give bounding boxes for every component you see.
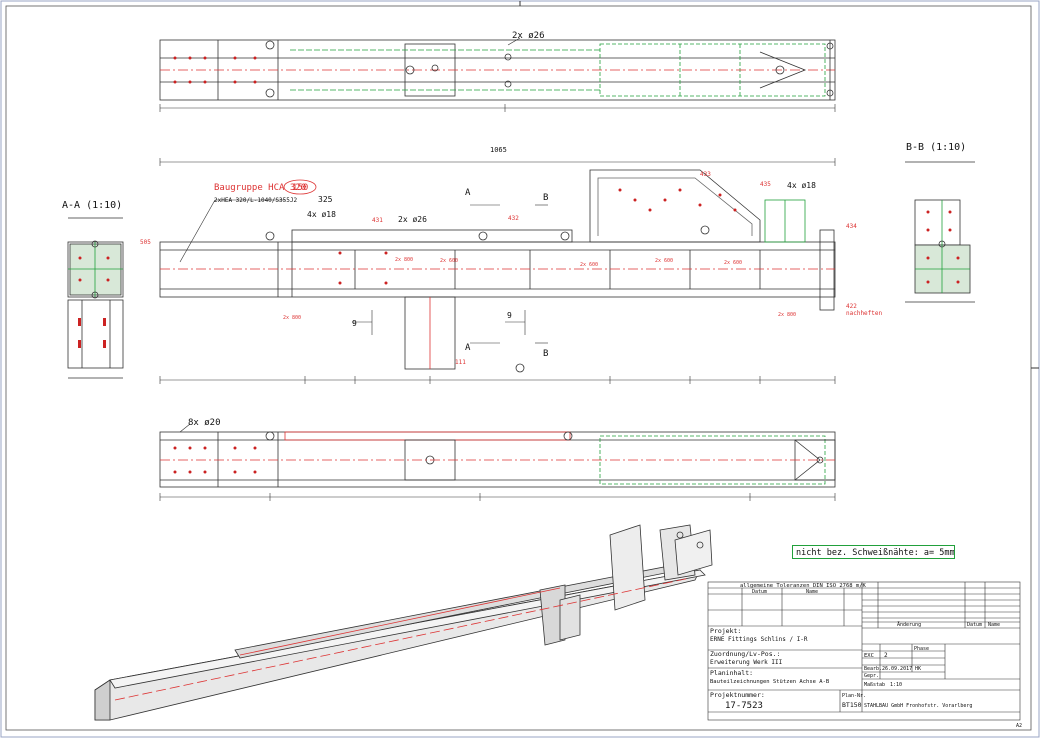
weld-symbol-9-left: 9 bbox=[352, 319, 357, 328]
plan-content-label: Planinhalt: bbox=[710, 669, 753, 677]
checked-label: Gepr. bbox=[864, 673, 879, 679]
title-col-name: Name bbox=[806, 589, 818, 595]
title-col-change: Änderung bbox=[897, 621, 921, 628]
position-2x600-c: 2x 600 bbox=[655, 258, 673, 264]
quantity-325: 325 bbox=[318, 195, 333, 204]
section-cut-b-top: B bbox=[543, 193, 548, 203]
section-aa-title: A-A (1:10) bbox=[62, 200, 122, 211]
position-2x600-b: 2x 600 bbox=[580, 262, 598, 268]
drawn-date: 26.09.2017 bbox=[882, 666, 912, 672]
front-holes-label-1: 4x ø18 bbox=[307, 210, 336, 219]
position-434: 434 bbox=[846, 223, 857, 230]
top-view-beam bbox=[159, 39, 836, 101]
profile-note: 2xHEA 320/L-1040/S355J2 bbox=[214, 197, 297, 204]
assignment-label: Zuordnung/Lv-Pos.: bbox=[710, 650, 780, 658]
assembly-number-ellipse bbox=[283, 179, 317, 195]
sheet-format: A2 bbox=[1016, 723, 1022, 729]
position-422: 422 bbox=[846, 303, 857, 310]
drawn-name: HK bbox=[915, 666, 921, 672]
exc-value: 2 bbox=[884, 652, 888, 659]
weld-symbol-9-right: 9 bbox=[507, 311, 512, 320]
title-col-date: Datum bbox=[752, 589, 767, 595]
position-505: 505 bbox=[140, 239, 151, 246]
position-2x600-a: 2x 600 bbox=[440, 258, 458, 264]
section-bb-title: B-B (1:10) bbox=[906, 142, 966, 153]
section-cut-b-bottom: B bbox=[543, 349, 548, 359]
position-111: 111 bbox=[455, 359, 466, 366]
project-number-label: Projektnummer: bbox=[710, 691, 765, 699]
bottom-view-beam bbox=[159, 431, 836, 488]
position-2x600-d: 2x 600 bbox=[724, 260, 742, 266]
overall-length-dimension: 1065 bbox=[490, 146, 507, 154]
position-2x800-b: 2x 800 bbox=[395, 257, 413, 263]
exc-label: EXC bbox=[864, 653, 874, 659]
bottom-holes-label: 8x ø20 bbox=[188, 418, 221, 428]
section-cut-a-top: A bbox=[465, 188, 471, 198]
project-label: Projekt: bbox=[710, 627, 741, 635]
scale-label: Maßstab bbox=[864, 682, 885, 688]
position-2x800-a: 2x 800 bbox=[283, 315, 301, 321]
position-422-note: nachheften bbox=[846, 310, 883, 317]
position-2x800-c: 2x 800 bbox=[778, 312, 796, 318]
tolerance-header: allgemeine Toleranzen DIN ISO 2768 m/K bbox=[740, 583, 867, 589]
position-435: 435 bbox=[760, 181, 771, 188]
assignment-value: Erweiterung Werk III bbox=[710, 659, 783, 666]
isometric-view bbox=[94, 524, 713, 721]
section-aa-drawing bbox=[67, 217, 124, 379]
front-holes-label-3: 4x ø18 bbox=[787, 181, 816, 190]
top-holes-label: 2x ø26 bbox=[512, 31, 545, 41]
plan-number-label: Plan-Nr. bbox=[842, 693, 866, 699]
section-cut-a-bottom: A bbox=[465, 343, 471, 353]
plan-number-value: BT150 bbox=[842, 701, 862, 709]
front-view-beam bbox=[159, 169, 836, 373]
position-432: 432 bbox=[508, 215, 519, 222]
title-col-name-right: Name bbox=[988, 622, 1000, 628]
section-bb-drawing bbox=[905, 161, 975, 303]
plan-content-value: Bauteilzeichnungen Stützen Achse A-B bbox=[710, 679, 830, 685]
phase-label: Phase bbox=[914, 646, 929, 652]
company-name: STAHLBAU GmbH Fronhofstr. Vorarlberg bbox=[864, 703, 972, 709]
front-holes-label-2: 2x ø26 bbox=[398, 215, 427, 224]
drawn-label: Bearb. bbox=[864, 666, 882, 672]
scale-value: 1:10 bbox=[890, 682, 902, 688]
title-col-date-right: Datum bbox=[967, 622, 982, 628]
project-value: ERNE Fittings Schlins / I-R bbox=[710, 636, 808, 643]
assembly-number: 150 bbox=[292, 183, 308, 193]
assembly-group-label: Baugruppe HCA 320 bbox=[214, 183, 306, 193]
position-433: 433 bbox=[700, 171, 711, 178]
title-block bbox=[707, 581, 1021, 721]
position-431: 431 bbox=[372, 217, 383, 224]
project-number-value: 17-7523 bbox=[725, 701, 763, 711]
weld-note-box: nicht bez. Schweißnähte: a= 5mm bbox=[792, 545, 955, 559]
